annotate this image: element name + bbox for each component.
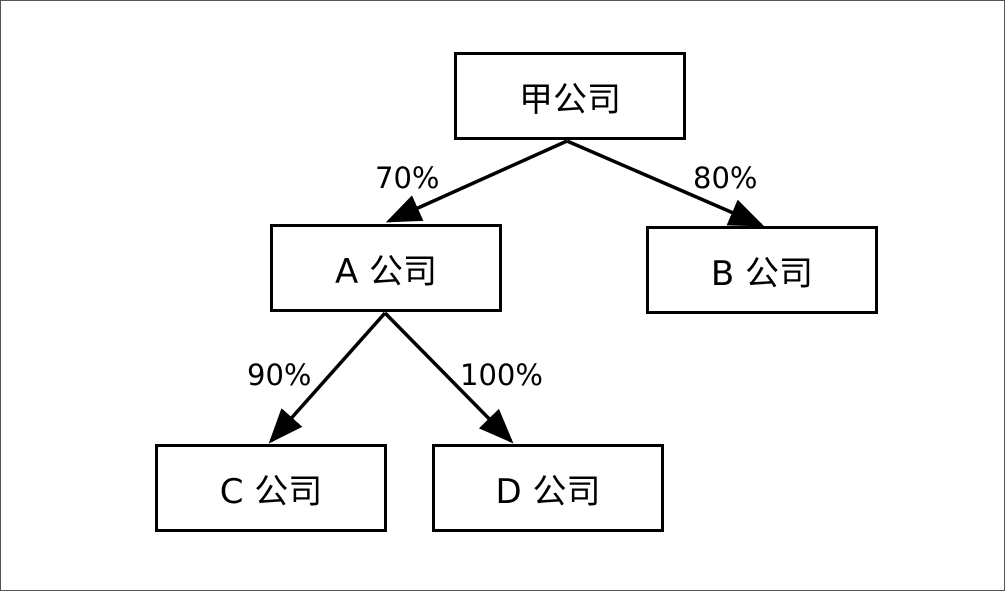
arrow-parent-to-a [385,139,568,223]
node-d-label: D 公司 [495,471,601,512]
node-company-c: C 公司 [155,444,387,532]
arrow-a-to-c [268,311,387,444]
node-company-d: D 公司 [432,444,664,532]
node-a-label: A 公司 [334,251,438,292]
node-parent-label: 甲公司 [519,79,621,120]
arrow-parent-to-b [566,139,765,227]
node-b-label: B 公司 [710,253,814,294]
arrow-a-to-d [383,311,514,444]
edge-label-a-to-d: 100% [460,358,543,392]
edge-label-parent-to-a: 70% [375,161,440,195]
edge-label-a-to-c: 90% [247,358,312,392]
edge-label-parent-to-b: 80% [693,161,758,195]
node-parent-company: 甲公司 [454,52,686,140]
node-c-label: C 公司 [219,471,323,512]
node-company-a: A 公司 [270,224,502,312]
node-company-b: B 公司 [646,226,878,314]
